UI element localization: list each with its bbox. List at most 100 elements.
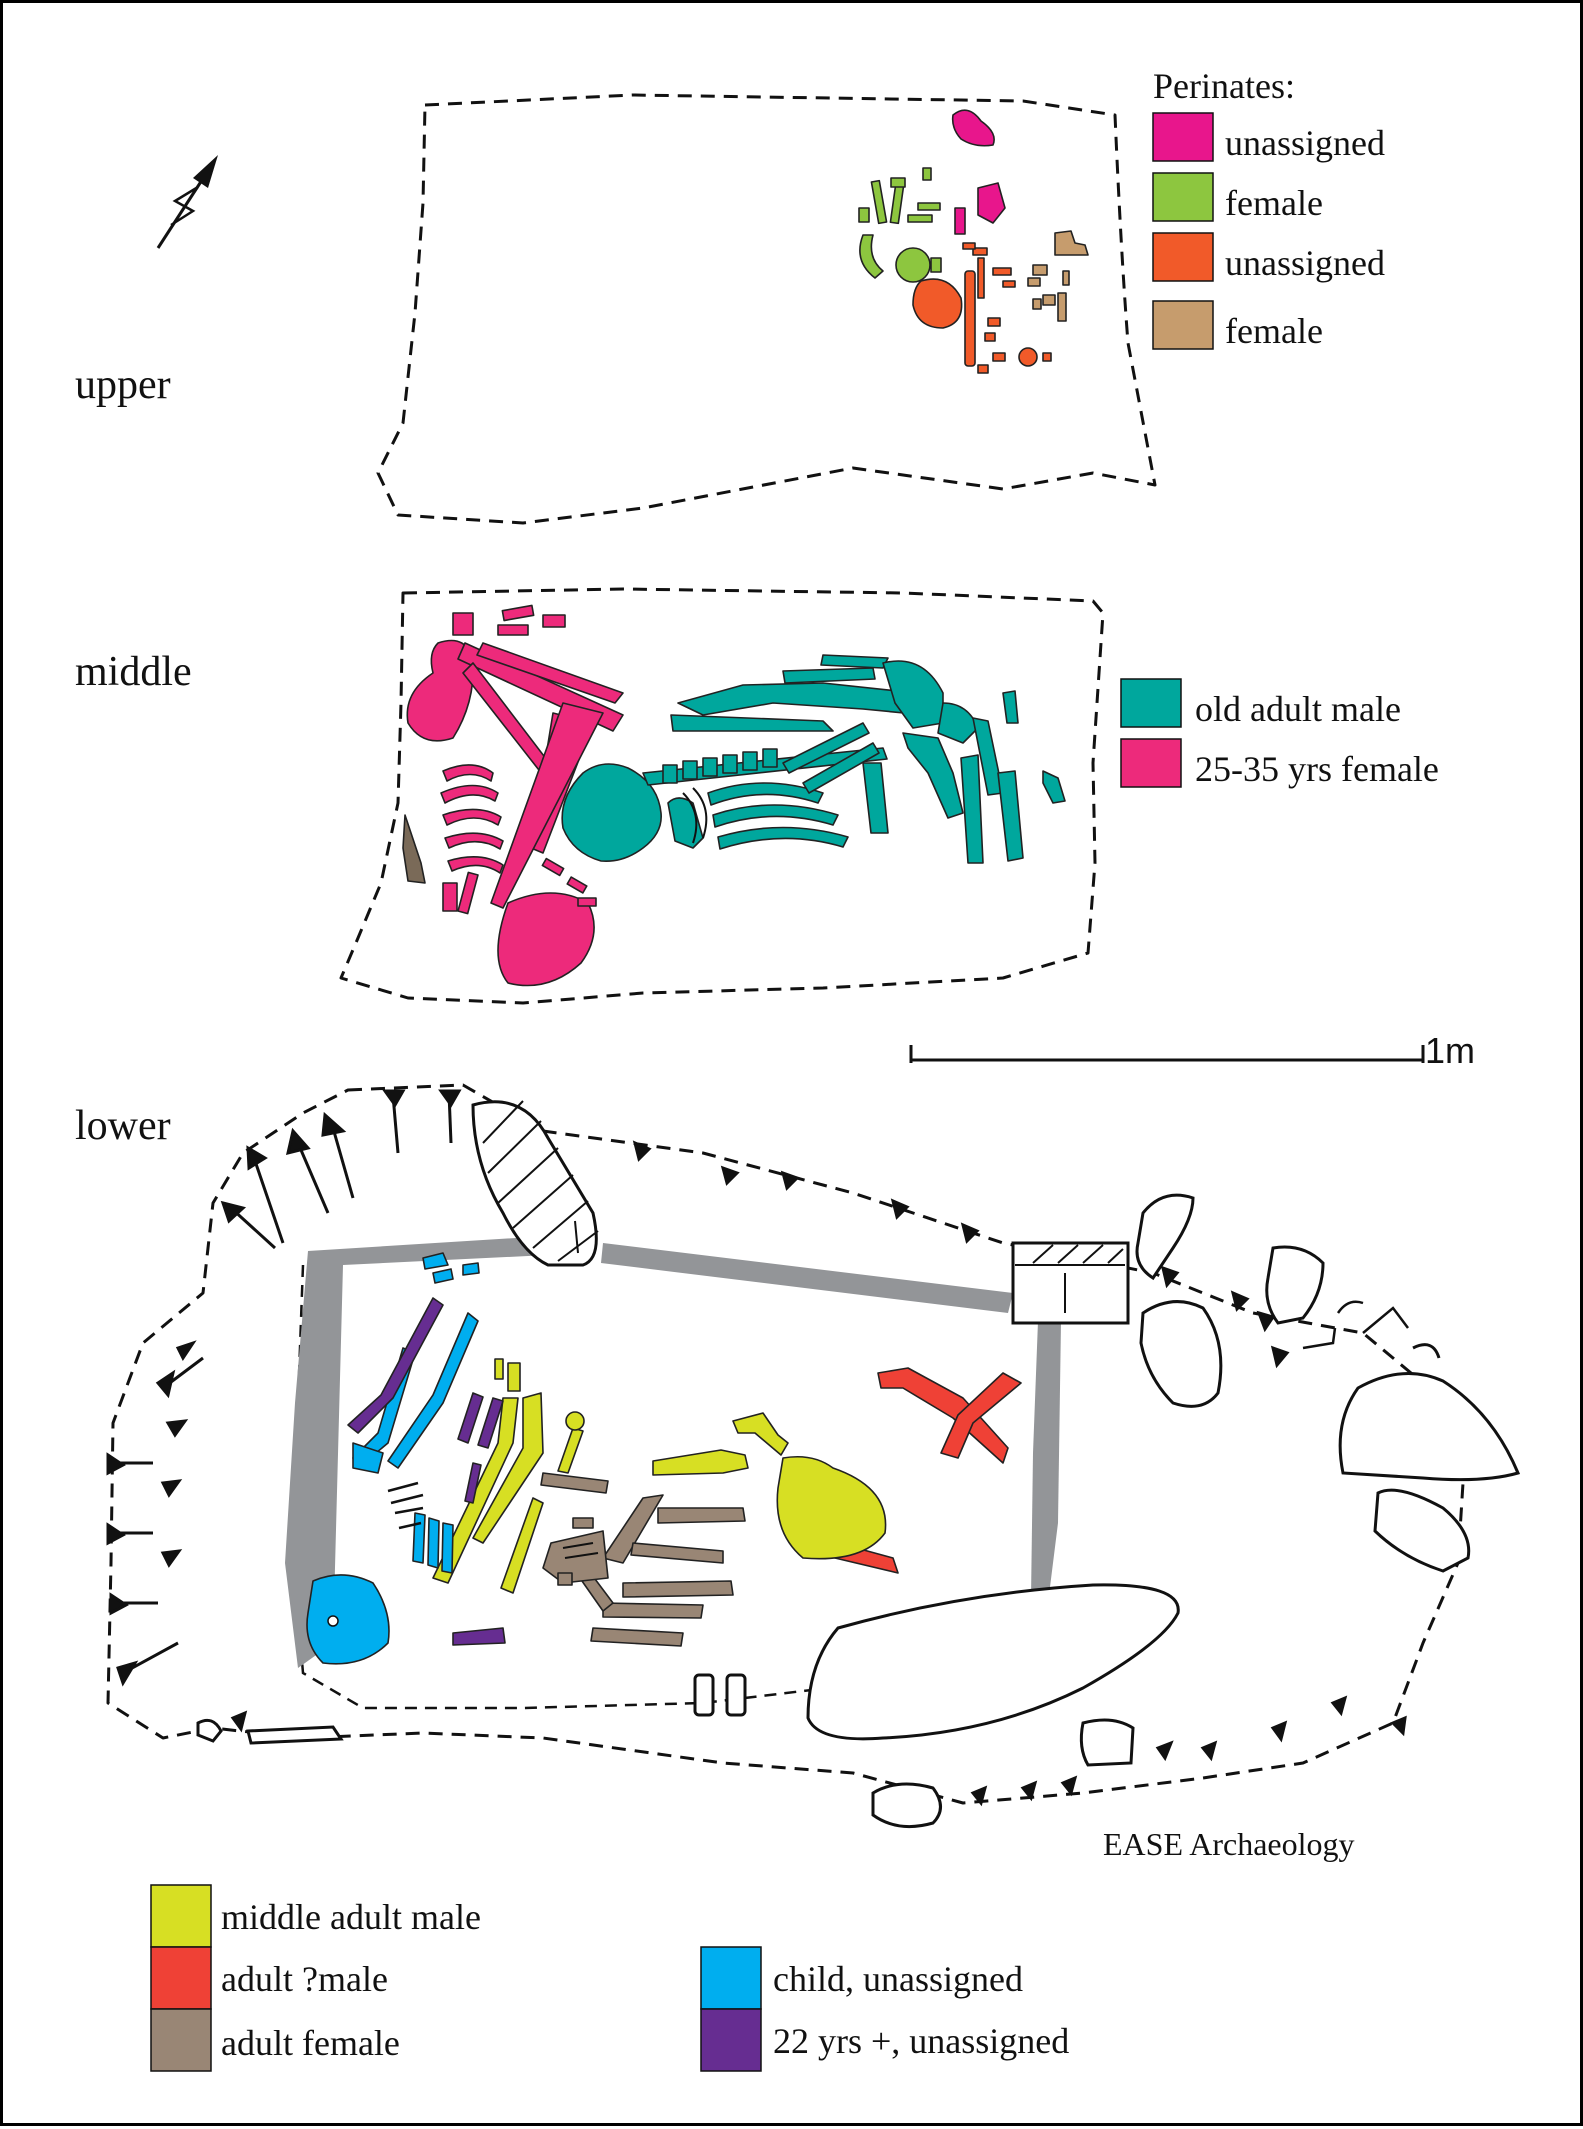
perinate-green-bone	[890, 177, 906, 188]
child-rib	[427, 1517, 440, 1569]
child-bone	[422, 1252, 449, 1270]
scale-bar-label: 1m	[1425, 1030, 1475, 1071]
perinate-orange-bone	[1018, 347, 1038, 367]
legend-middle: old adult male 25-35 yrs female	[1120, 678, 1439, 789]
male-bone	[1002, 690, 1019, 724]
legend-label: 22 yrs +, unassigned	[773, 2021, 1069, 2061]
female-skull	[497, 892, 595, 987]
stone	[1412, 1343, 1441, 1359]
male-vertebra	[662, 764, 678, 784]
purple-femur	[347, 1297, 444, 1434]
male-scapula	[882, 660, 944, 729]
male-rib	[782, 722, 870, 774]
perinate-green-bone	[907, 214, 933, 223]
female-rib	[444, 832, 504, 850]
stone	[246, 1725, 344, 1745]
legend-label: child, unassigned	[773, 1959, 1023, 1999]
perinate-green-bone	[930, 257, 942, 273]
male-vertebra	[702, 757, 718, 777]
perinate-green-bone	[922, 167, 932, 181]
perinate-orange-bone	[992, 267, 1012, 276]
middle-adult-male-humerus	[652, 1449, 749, 1476]
child-femur	[387, 1312, 479, 1469]
female-finger	[577, 897, 597, 907]
burial-plan: upper middle lower	[75, 66, 1521, 2072]
perinate-tan-bone	[1062, 270, 1070, 286]
perinate-orange-bone	[962, 242, 976, 250]
male-rib	[717, 826, 849, 850]
male-bone	[667, 797, 704, 849]
legend-swatch	[150, 2008, 212, 2072]
female-foot-bone	[452, 612, 474, 636]
female-rib	[442, 764, 494, 782]
perinate-orange-skull	[912, 278, 963, 329]
stone	[1139, 1300, 1223, 1408]
level-label-upper: upper	[75, 362, 171, 408]
child-skull	[306, 1574, 390, 1665]
perinate-orange-bone	[977, 364, 989, 374]
perinate-green-bone	[858, 207, 870, 223]
upper-pit-outline	[376, 93, 1157, 525]
perinate-magenta-bone	[977, 182, 1006, 224]
perinate-orange-bone	[977, 257, 985, 299]
female-humerus	[490, 702, 604, 909]
north-arrow-icon	[156, 155, 218, 249]
legend-swatch	[1152, 112, 1214, 162]
cist-slab-right	[1031, 1321, 1061, 1603]
adult-female-bone	[622, 1580, 734, 1598]
female-vertebra	[442, 882, 458, 912]
stone	[693, 1673, 715, 1717]
lower-level-plan	[106, 1083, 1521, 1829]
perinate-tan-bone	[1027, 277, 1041, 287]
middle-adult-male-bone	[557, 1427, 584, 1474]
male-jaw-line	[692, 787, 708, 839]
perinate-orange-bone	[1002, 280, 1016, 288]
stone	[196, 1718, 223, 1743]
legend-label: female	[1225, 311, 1323, 351]
adult-female-bone	[602, 1494, 664, 1564]
stone	[871, 1782, 942, 1829]
female-rib	[442, 808, 502, 826]
purple-bone	[457, 1392, 484, 1444]
child-rib	[412, 1512, 426, 1564]
adult-female-bone	[572, 1517, 594, 1529]
adult-female-bone	[630, 1542, 724, 1564]
middle-level-plan	[339, 587, 1105, 1005]
male-clavicle	[782, 667, 876, 684]
adult-female-bone	[540, 1472, 609, 1494]
hachure-marks	[106, 1089, 1407, 1807]
legend-swatch	[150, 1946, 212, 2010]
male-femur	[960, 754, 984, 864]
stone	[1135, 1193, 1195, 1281]
middle-adult-male-bone	[732, 1412, 789, 1456]
male-radius	[670, 714, 834, 732]
female-foot-bone	[501, 604, 535, 622]
female-rib	[440, 784, 499, 804]
lower-pit-outline	[106, 1083, 1465, 1805]
male-tibia	[997, 770, 1024, 862]
legend-label: adult ?male	[221, 1959, 388, 1999]
middle-adult-male-bone	[565, 1411, 585, 1431]
adult-female-bone	[657, 1507, 746, 1524]
stone	[1265, 1245, 1325, 1325]
middle-adult-male-bone	[507, 1362, 521, 1392]
perinate-tan-bone	[1057, 292, 1067, 322]
legend-label: adult female	[221, 2023, 400, 2063]
legend-swatch	[1120, 678, 1182, 728]
child-rib	[441, 1522, 454, 1574]
male-humerus	[677, 682, 934, 716]
legend-swatch	[1120, 738, 1182, 788]
stone	[1079, 1718, 1135, 1767]
adult-male-q-femur	[940, 1372, 1022, 1459]
male-foot-bone	[1042, 770, 1066, 804]
middle-dark-bone-fragment	[402, 814, 426, 884]
perinate-tan-bone	[1032, 264, 1048, 276]
legend-swatch	[1152, 172, 1214, 222]
stone-hatched-box	[1011, 1241, 1130, 1325]
male-vertebra	[722, 754, 738, 774]
perinate-green-ribs	[859, 234, 884, 279]
adult-female-bone	[590, 1627, 684, 1647]
legend-label: female	[1225, 183, 1323, 223]
perinate-green-bone	[889, 183, 905, 225]
male-pelvis	[902, 732, 964, 819]
